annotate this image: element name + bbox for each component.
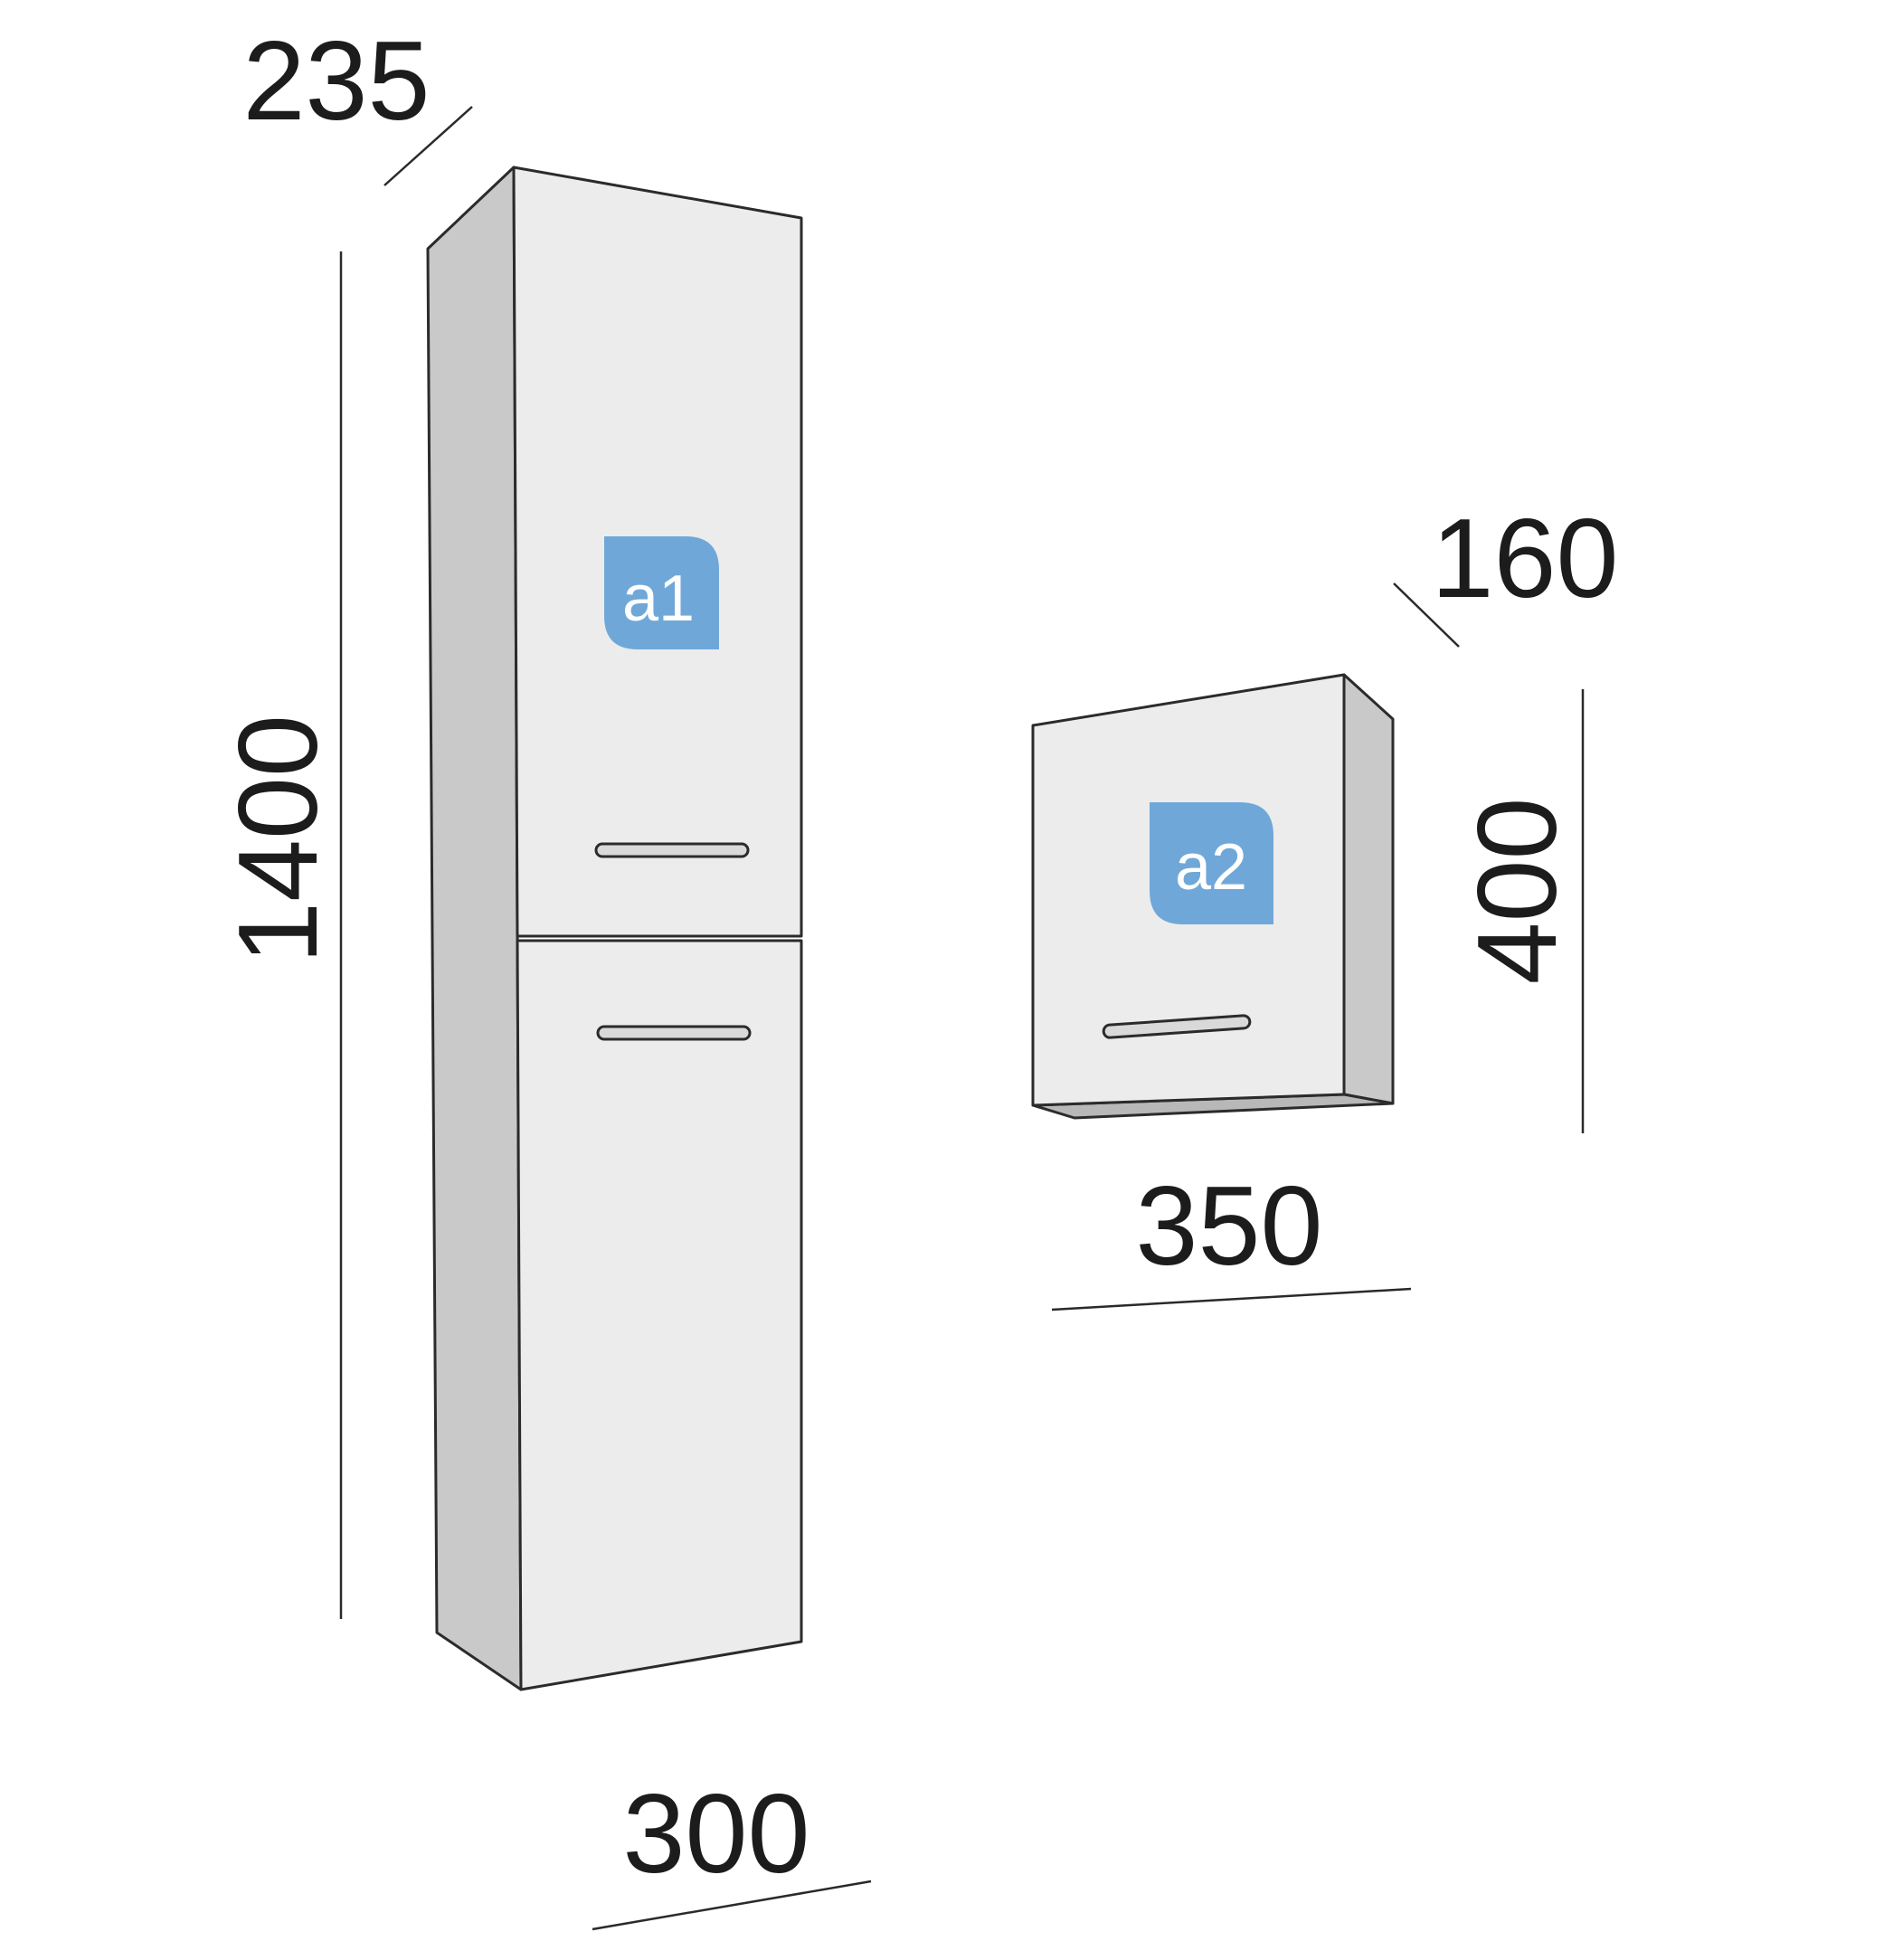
tall-cabinet-width-value: 300	[623, 1772, 810, 1897]
tall-cabinet-depth-line	[383, 106, 473, 186]
tall-cabinet-lower-handle	[596, 1025, 752, 1041]
wall-cabinet-width-value: 350	[1136, 1164, 1323, 1289]
wall-cabinet-depth-line	[1393, 582, 1460, 648]
wall-cabinet: a2	[1031, 673, 1395, 1120]
tall-cabinet-width-line	[592, 1880, 872, 1931]
tall-cabinet-side-panel	[426, 166, 523, 1691]
tall-cabinet-height-value: 1400	[216, 715, 341, 964]
tall-cabinet-upper-handle	[594, 842, 750, 858]
tall-cabinet-lower-door	[516, 939, 803, 1691]
tall-cabinet-badge: a1	[604, 536, 719, 649]
tall-cabinet-badge-label: a1	[622, 563, 695, 635]
wall-cabinet-height-value: 400	[1455, 798, 1580, 985]
wall-cabinet-badge-label: a2	[1175, 831, 1247, 904]
wall-cabinet-handle	[1102, 1014, 1252, 1039]
wall-cabinet-badge: a2	[1150, 802, 1273, 924]
tall-cabinet-depth-value: 235	[243, 19, 431, 144]
wall-cabinet-depth-value: 160	[1432, 497, 1619, 621]
wall-cabinet-side-panel	[1342, 673, 1395, 1105]
tall-cabinet: a1	[426, 166, 803, 1691]
wall-cabinet-width-line	[1051, 1287, 1412, 1311]
